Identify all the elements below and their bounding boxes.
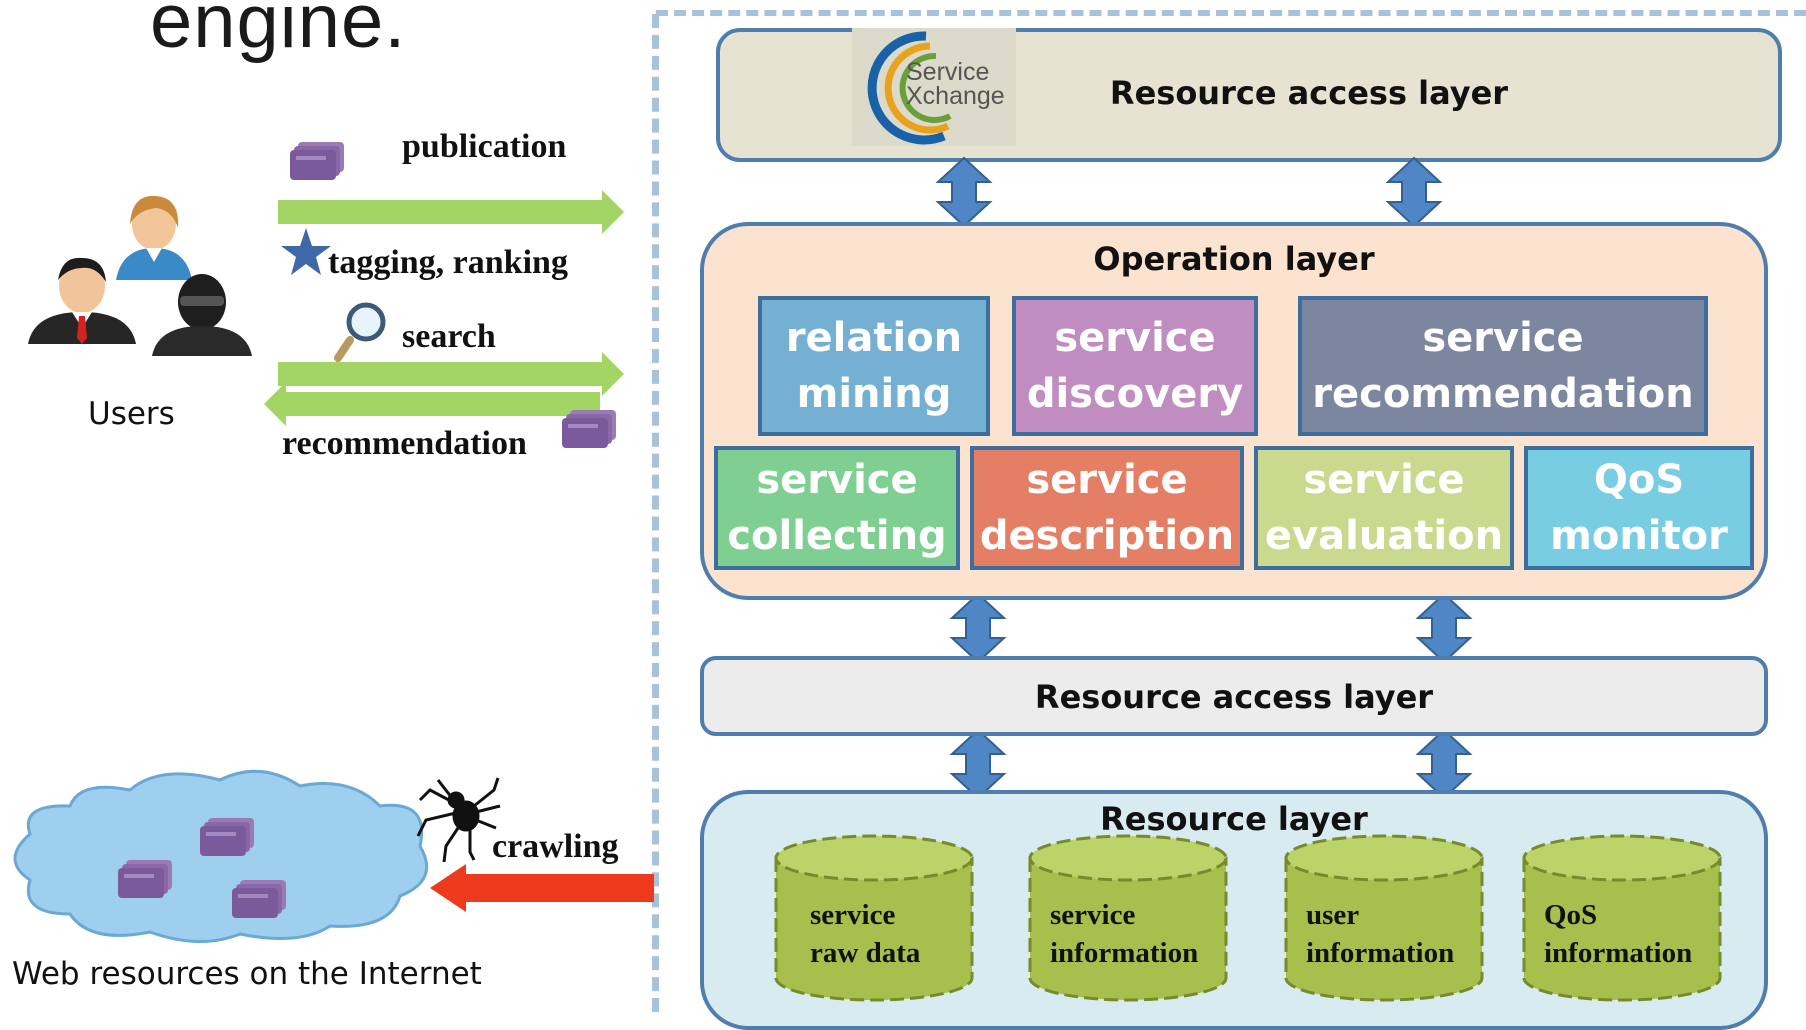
crawling-label: crawling <box>492 828 619 865</box>
operation-layer-title: Operation layer <box>1093 240 1375 278</box>
bottom-resource-access-layer: Resource access layer <box>700 656 1768 736</box>
spider-icon <box>416 777 501 863</box>
users-icon <box>28 195 252 356</box>
left-panel-graphics <box>13 142 654 943</box>
bottom-access-layer-title: Resource access layer <box>1034 678 1434 716</box>
publication-arrow <box>278 190 624 234</box>
slide-title-fragment: engine. <box>150 0 407 64</box>
resource-layer-title: Resource layer <box>1100 800 1368 838</box>
cylinder-service-information <box>1028 834 1228 1002</box>
crawling-arrow <box>430 864 654 912</box>
logo-line-1: Service <box>906 58 990 86</box>
publication-label: publication <box>402 128 567 165</box>
tagging-ranking-label: tagging, ranking <box>328 244 568 281</box>
users-label: Users <box>88 396 175 432</box>
recommendation-label: recommendation <box>282 425 527 462</box>
search-label: search <box>402 318 496 355</box>
dashed-boundary-horizontal <box>656 10 1806 16</box>
cylinder-service-raw-data <box>774 834 974 1002</box>
recommendation-arrow <box>264 382 600 426</box>
cylinder-qos-information <box>1522 834 1722 1002</box>
web-resources-label: Web resources on the Internet <box>12 956 482 992</box>
cylinder-user-information <box>1284 834 1484 1002</box>
search-icon <box>334 302 386 362</box>
service-xchange-logo: Service Xchange <box>852 28 1016 146</box>
top-access-layer-title: Resource access layer <box>1109 74 1509 112</box>
logo-line-2: Xchange <box>906 82 1005 110</box>
star-icon <box>281 228 331 275</box>
dashed-boundary-vertical <box>652 14 659 1012</box>
internet-cloud-icon <box>13 769 429 943</box>
search-arrow <box>278 352 624 396</box>
